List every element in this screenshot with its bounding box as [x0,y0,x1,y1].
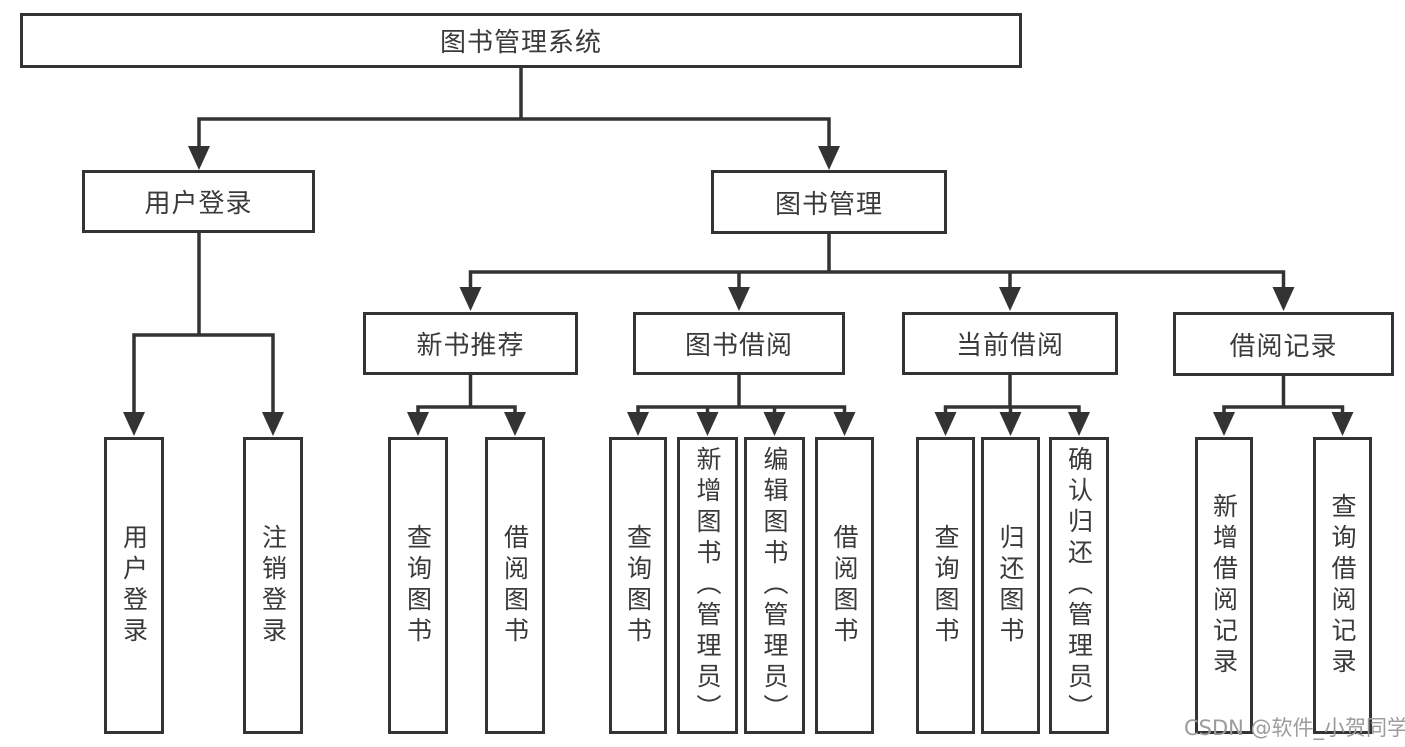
leaf-confirm-return-admin: 确认归还（管理员） [1049,437,1109,734]
node-label: 新书推荐 [416,331,525,361]
node-label: 查询图书 [403,523,433,648]
node-current-borrowing: 当前借阅 [902,312,1118,375]
node-label: 确认归还（管理员） [1064,446,1094,725]
node-label: 注销登录 [258,523,288,648]
node-label: 图书借阅 [684,331,793,361]
node-label: 归还图书 [996,523,1025,648]
node-label: 查询图书 [931,523,960,648]
leaf-logout: 注销登录 [243,437,303,734]
node-label: 借阅图书 [830,523,859,648]
node-label: 新增图书（管理员） [693,446,722,725]
node-label: 图书管理系统 [439,28,602,58]
leaf-edit-books-admin: 编辑图书（管理员） [744,437,805,734]
node-borrowing-records: 借阅记录 [1173,312,1394,376]
leaf-add-borrow-record: 新增借阅记录 [1195,437,1253,734]
node-label: 用户登录 [119,523,149,648]
node-label: 当前借阅 [955,331,1064,361]
leaf-query-books-borrowing: 查询图书 [609,437,667,734]
leaf-borrow-books-recommend: 借阅图书 [485,437,545,734]
watermark: CSDN @软件_小贺同学 [1184,716,1405,740]
node-label: 查询借阅记录 [1328,492,1357,679]
node-label: 借阅图书 [500,523,530,648]
node-book-management: 图书管理 [711,170,947,234]
leaf-borrow-books: 借阅图书 [815,437,874,734]
leaf-return-books: 归还图书 [981,437,1040,734]
node-label: 编辑图书（管理员） [760,446,789,725]
leaf-query-books-recommend: 查询图书 [388,437,448,734]
leaf-query-books-current: 查询图书 [916,437,975,734]
node-label: 借阅记录 [1229,331,1338,362]
node-user-login: 用户登录 [82,170,315,233]
leaf-add-books-admin: 新增图书（管理员） [677,437,738,734]
node-label: 新增借阅记录 [1209,492,1239,679]
leaf-query-borrow-record: 查询借阅记录 [1313,437,1372,734]
node-book-borrowing: 图书借阅 [633,312,845,375]
node-label: 查询图书 [623,523,653,648]
node-label: 用户登录 [144,189,253,219]
node-new-book-recommendation: 新书推荐 [363,312,578,375]
node-label: 图书管理 [774,189,883,220]
leaf-user-login: 用户登录 [104,437,164,734]
node-library-management-system: 图书管理系统 [20,13,1022,68]
